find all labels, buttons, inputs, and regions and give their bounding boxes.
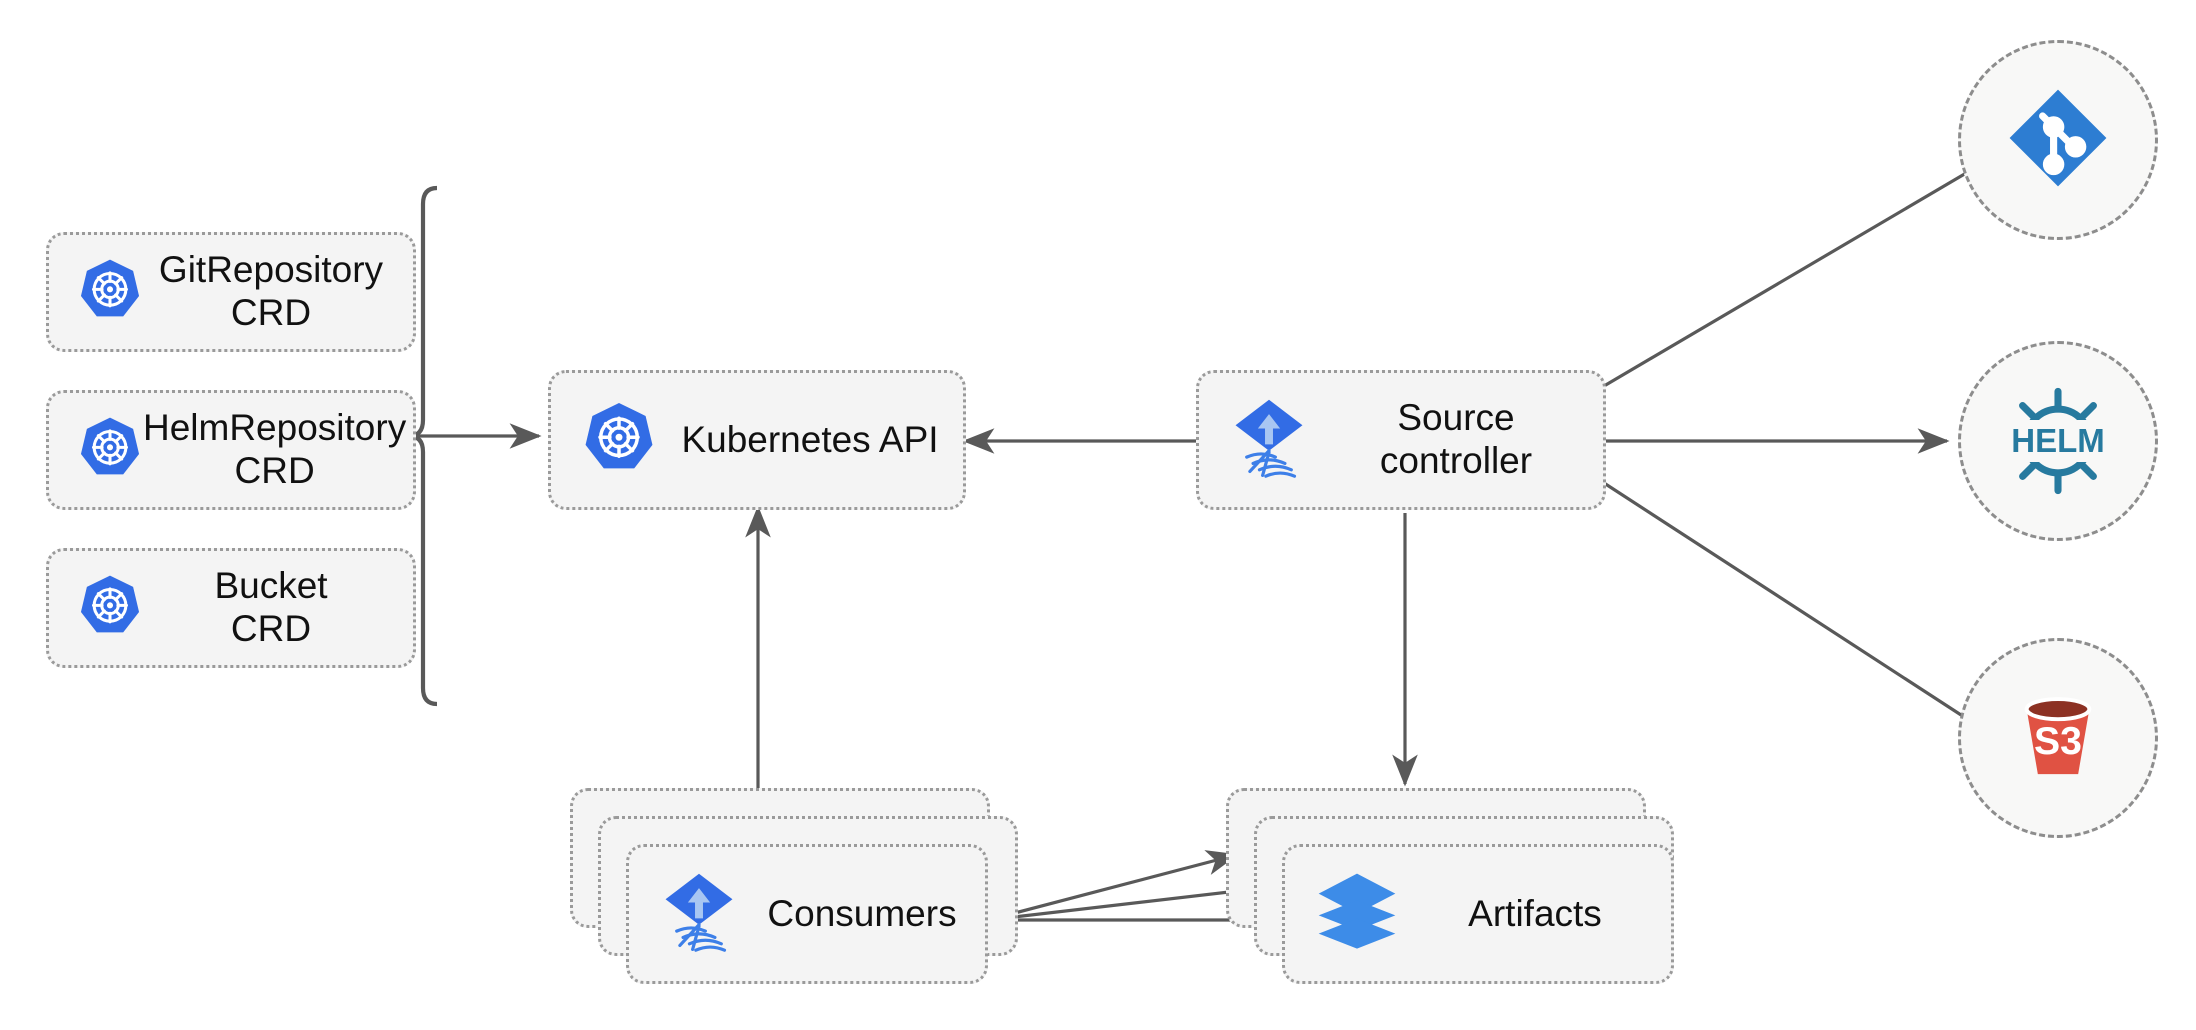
crd-card-bucket[interactable]: Bucket CRD	[46, 548, 416, 668]
edge-source-to-s3	[1603, 481, 2021, 754]
node-label: Artifacts	[1468, 892, 1602, 934]
node-source-controller[interactable]: Source controller	[1196, 370, 1606, 510]
crd-label: GitRepository CRD	[158, 249, 384, 333]
crd-card-gitrepository[interactable]: GitRepository CRD	[46, 232, 416, 352]
edge-consumers-to-artifact-1	[987, 850, 1239, 922]
node-label: Kubernetes API	[681, 418, 939, 460]
kubernetes-icon	[77, 257, 143, 328]
source-circle-git[interactable]	[1958, 40, 2158, 240]
helm-icon: HELM	[1999, 382, 2117, 500]
source-circle-helm[interactable]: HELM	[1958, 341, 2158, 541]
edge-source-to-git	[1603, 140, 2022, 388]
git-icon	[2003, 83, 2113, 198]
crd-card-helmrepository[interactable]: HelmRepository CRD	[46, 390, 416, 510]
helm-wordmark: HELM	[1999, 420, 2117, 462]
node-artifacts[interactable]: Artifacts	[1282, 844, 1674, 984]
s3-icon: S3	[2002, 680, 2114, 797]
flux-icon	[1229, 395, 1309, 486]
source-circle-s3[interactable]: S3	[1958, 638, 2158, 838]
node-kubernetes-api[interactable]: Kubernetes API	[548, 370, 966, 510]
node-consumers[interactable]: Consumers	[626, 844, 988, 984]
node-label: Source controller	[1379, 397, 1533, 481]
crd-label: Bucket CRD	[214, 565, 328, 649]
crd-label: HelmRepository CRD	[143, 407, 407, 491]
kubernetes-icon	[581, 400, 657, 481]
layers-icon	[1315, 872, 1399, 957]
kubernetes-icon	[77, 415, 143, 486]
node-label: Consumers	[767, 892, 957, 934]
flux-icon	[659, 869, 739, 960]
kubernetes-icon	[77, 573, 143, 644]
svg-text:S3: S3	[2034, 719, 2082, 762]
